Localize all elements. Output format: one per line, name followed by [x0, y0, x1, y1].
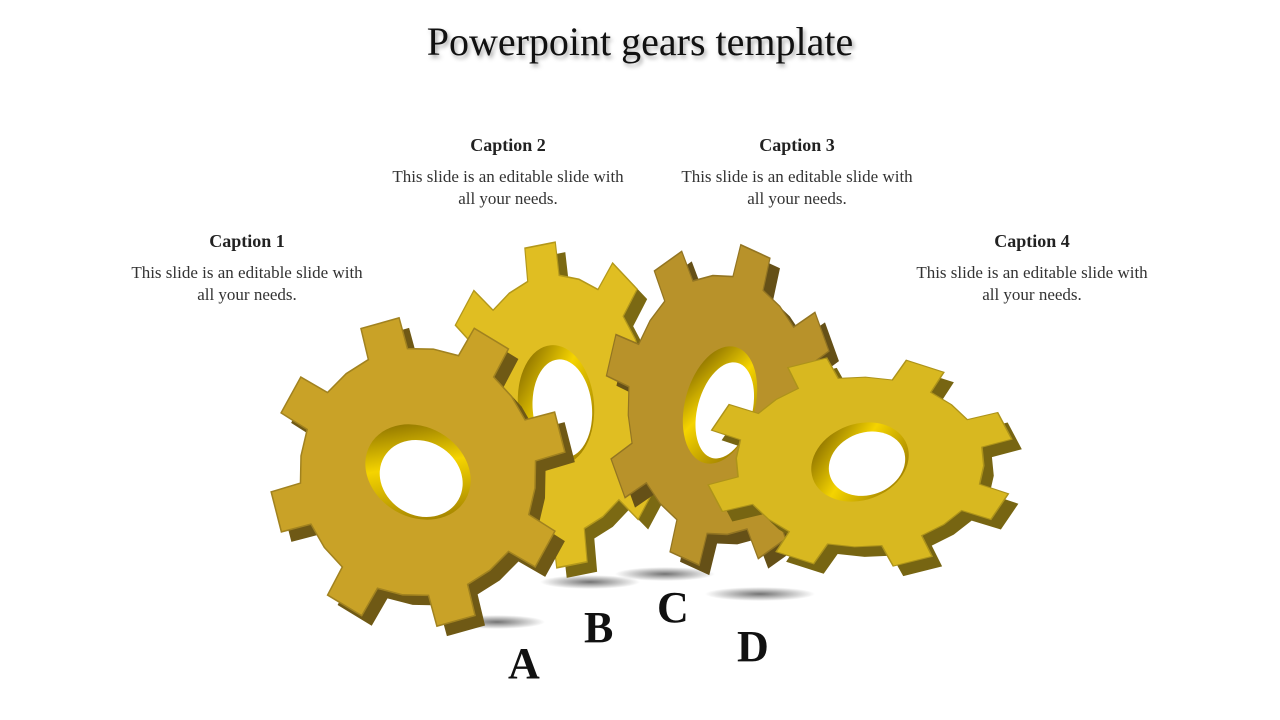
caption-2: Caption 2 This slide is an editable slid… [388, 135, 628, 210]
gear-d-shadow [705, 587, 815, 601]
gear-label-b: B [584, 603, 614, 652]
caption-4: Caption 4 This slide is an editable slid… [912, 231, 1152, 306]
gear-c-shadow [615, 567, 715, 581]
gear-d-hole-opening [828, 431, 906, 496]
gear-a-hole-opening [379, 439, 463, 517]
caption-1-heading: Caption 1 [209, 231, 285, 251]
caption-2-text: This slide is an editable slide with all… [392, 167, 624, 208]
caption-2-heading: Caption 2 [470, 135, 546, 155]
caption-4-text: This slide is an editable slide with all… [916, 263, 1148, 304]
caption-4-heading: Caption 4 [994, 231, 1070, 251]
caption-3-heading: Caption 3 [759, 135, 835, 155]
gear-label-c: C [657, 583, 689, 632]
caption-3-text: This slide is an editable slide with all… [681, 167, 913, 208]
gear-d [707, 357, 1022, 577]
slide-title: Powerpoint gears template [426, 19, 854, 64]
caption-1-text: This slide is an editable slide with all… [131, 263, 363, 304]
caption-3: Caption 3 This slide is an editable slid… [677, 135, 917, 210]
gear-b-shadow [540, 575, 640, 589]
gear-a [270, 316, 575, 637]
gear-label-d: D [737, 622, 769, 671]
caption-1: Caption 1 This slide is an editable slid… [127, 231, 367, 306]
gear-label-a: A [508, 639, 540, 688]
